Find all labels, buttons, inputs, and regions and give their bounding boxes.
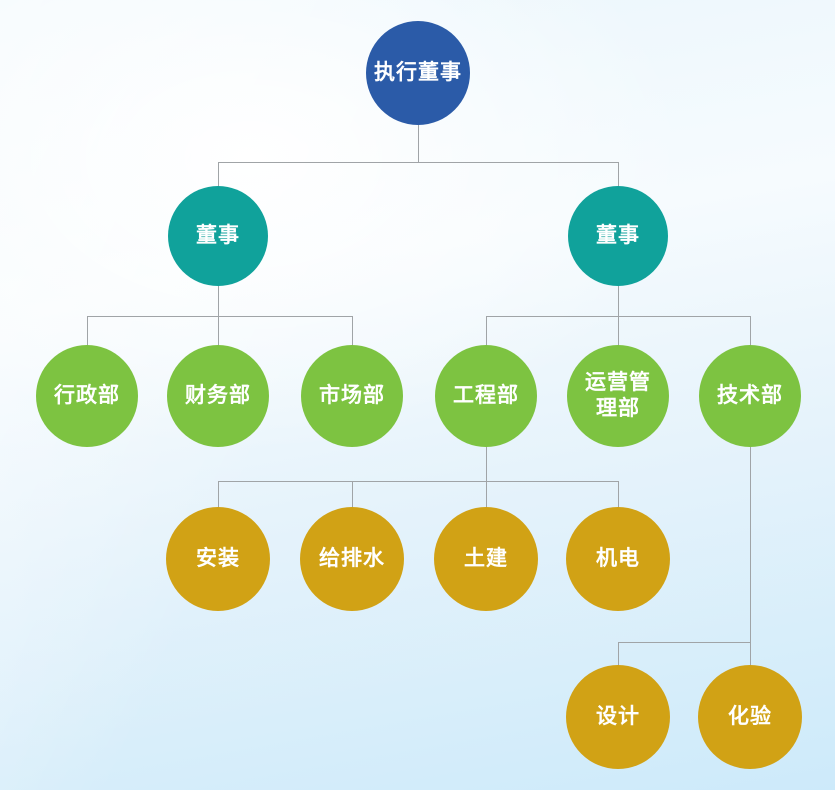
org-node-label: 给排水 (319, 546, 385, 570)
org-node-label: 机电 (596, 546, 640, 570)
connector-rail-directors (218, 162, 619, 163)
org-node-label: 化验 (728, 704, 772, 728)
org-node-director-right: 董事 (568, 186, 668, 286)
org-node-civil-construction-team: 土建 (434, 507, 538, 611)
org-node-executive-director: 执行董事 (366, 21, 470, 125)
org-node-engineering-dept: 工程部 (435, 345, 537, 447)
org-node-label: 土建 (464, 546, 508, 570)
connector-rail-technology-teams (618, 642, 751, 643)
connector-technology-drop (750, 316, 751, 717)
org-node-label: 安装 (196, 546, 240, 570)
org-node-technology-dept: 技术部 (699, 345, 801, 447)
connector-rail-teams (218, 481, 619, 482)
org-node-mechanical-electrical-team: 机电 (566, 507, 670, 611)
org-node-director-left: 董事 (168, 186, 268, 286)
org-node-design-team: 设计 (566, 665, 670, 769)
org-node-label: 市场部 (319, 383, 385, 407)
org-node-label: 董事 (596, 223, 640, 247)
connector-rail-departments-right (486, 316, 751, 317)
org-node-installation-team: 安装 (166, 507, 270, 611)
org-node-label: 执行董事 (374, 60, 462, 84)
org-node-operations-management-dept: 运营管理部 (567, 345, 669, 447)
connector-rail-departments-left (87, 316, 353, 317)
org-node-label: 运营管理部 (585, 370, 651, 420)
org-node-finance-dept: 财务部 (167, 345, 269, 447)
org-node-water-drainage-team: 给排水 (300, 507, 404, 611)
org-node-label: 财务部 (185, 383, 251, 407)
org-node-administration-dept: 行政部 (36, 345, 138, 447)
org-node-lab-test-team: 化验 (698, 665, 802, 769)
org-node-marketing-dept: 市场部 (301, 345, 403, 447)
org-node-label: 行政部 (54, 383, 120, 407)
org-node-label: 技术部 (717, 383, 783, 407)
org-node-label: 工程部 (453, 383, 519, 407)
org-node-label: 设计 (596, 704, 640, 728)
org-node-label: 董事 (196, 223, 240, 247)
